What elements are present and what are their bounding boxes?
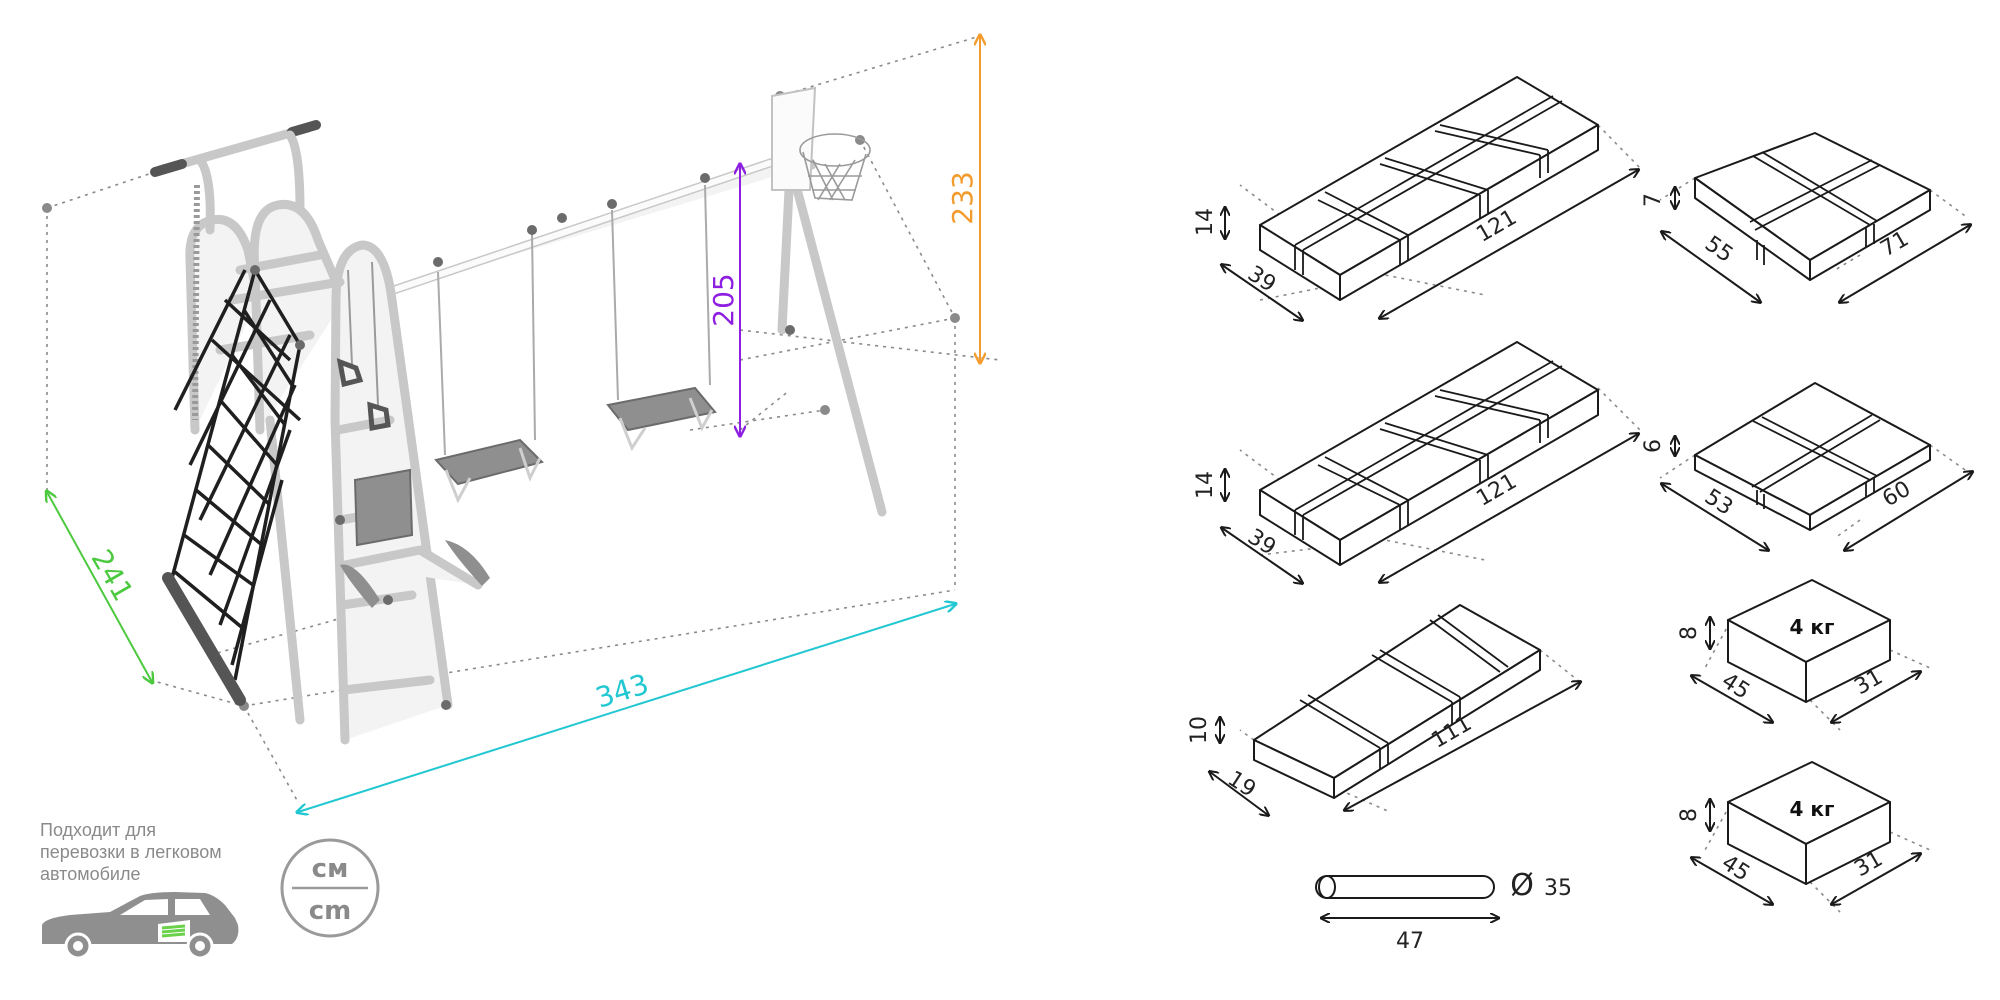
tube-diameter: 35 <box>1544 876 1572 901</box>
package-2-height: 7 <box>1641 193 1666 207</box>
package-3-height: 14 <box>1193 471 1218 499</box>
package-2: 7 55 71 <box>1641 132 1970 302</box>
unit-top: см <box>312 854 349 884</box>
total-height-label: 233 <box>946 171 979 224</box>
gymnastic-rings <box>336 261 391 431</box>
diameter-symbol: Ø <box>1510 868 1534 903</box>
unit-bottom: cm <box>309 896 352 926</box>
package-7-depth: 45 <box>1717 850 1754 886</box>
dimension-depth: 241 <box>47 492 152 682</box>
pullup-grip-left <box>150 159 187 177</box>
package-7: 4 кг 8 45 31 <box>1677 761 1931 913</box>
car-note-line-2: перевозки в легковом <box>40 842 222 862</box>
playground-illustration: 241 343 205 233 <box>42 36 1001 812</box>
package-3: 14 39 121 <box>1193 341 1640 583</box>
package-1-depth: 39 <box>1243 261 1280 297</box>
package-6-depth: 45 <box>1717 668 1754 704</box>
car-transport-note: Подходит для перевозки в легковом автомо… <box>40 820 239 960</box>
frame-leg-left <box>265 415 305 725</box>
package-5: 10 19 111 <box>1187 604 1580 815</box>
tube-length: 47 <box>1396 929 1424 954</box>
units-badge: см cm <box>280 838 380 938</box>
net-base-beam <box>162 572 246 706</box>
package-6-height: 8 <box>1677 626 1702 640</box>
frame-arch-middle <box>249 199 349 435</box>
swing-height-label: 205 <box>707 273 740 326</box>
package-1: 14 39 121 <box>1193 76 1640 320</box>
package-1-height: 14 <box>1193 208 1218 236</box>
package-7-height: 8 <box>1677 808 1702 822</box>
package-3-depth: 39 <box>1243 524 1280 560</box>
car-icon <box>42 892 239 960</box>
right-leg-back <box>787 165 887 517</box>
car-note-line-3: автомобиле <box>40 864 141 884</box>
package-7-weight: 4 кг <box>1790 797 1835 821</box>
package-6: 4 кг 8 45 31 <box>1677 579 1931 731</box>
basketball-backboard <box>771 86 817 191</box>
packaging-diagrams: 14 39 121 7 55 71 <box>1187 76 1972 954</box>
dimension-swing-height: 205 <box>707 165 740 435</box>
basketball-hoop <box>799 133 871 201</box>
climbing-net <box>170 269 302 681</box>
package-4: 6 53 60 <box>1641 382 1972 550</box>
package-4-height: 6 <box>1641 439 1666 453</box>
tube-package: 47 Ø 35 <box>1315 868 1572 954</box>
dimension-total-height: 233 <box>946 36 980 362</box>
tube-shape <box>1315 875 1495 899</box>
swing-seat-right <box>606 184 717 452</box>
package-5-depth: 19 <box>1223 766 1260 802</box>
swing-seat-left <box>434 231 544 504</box>
trainer-seat <box>340 468 490 608</box>
package-6-weight: 4 кг <box>1790 615 1835 639</box>
length-label: 343 <box>592 667 653 715</box>
right-leg-front <box>777 165 795 335</box>
car-note-line-1: Подходит для <box>40 820 156 840</box>
pullup-grip-right <box>287 120 321 137</box>
package-5-height: 10 <box>1187 716 1212 744</box>
